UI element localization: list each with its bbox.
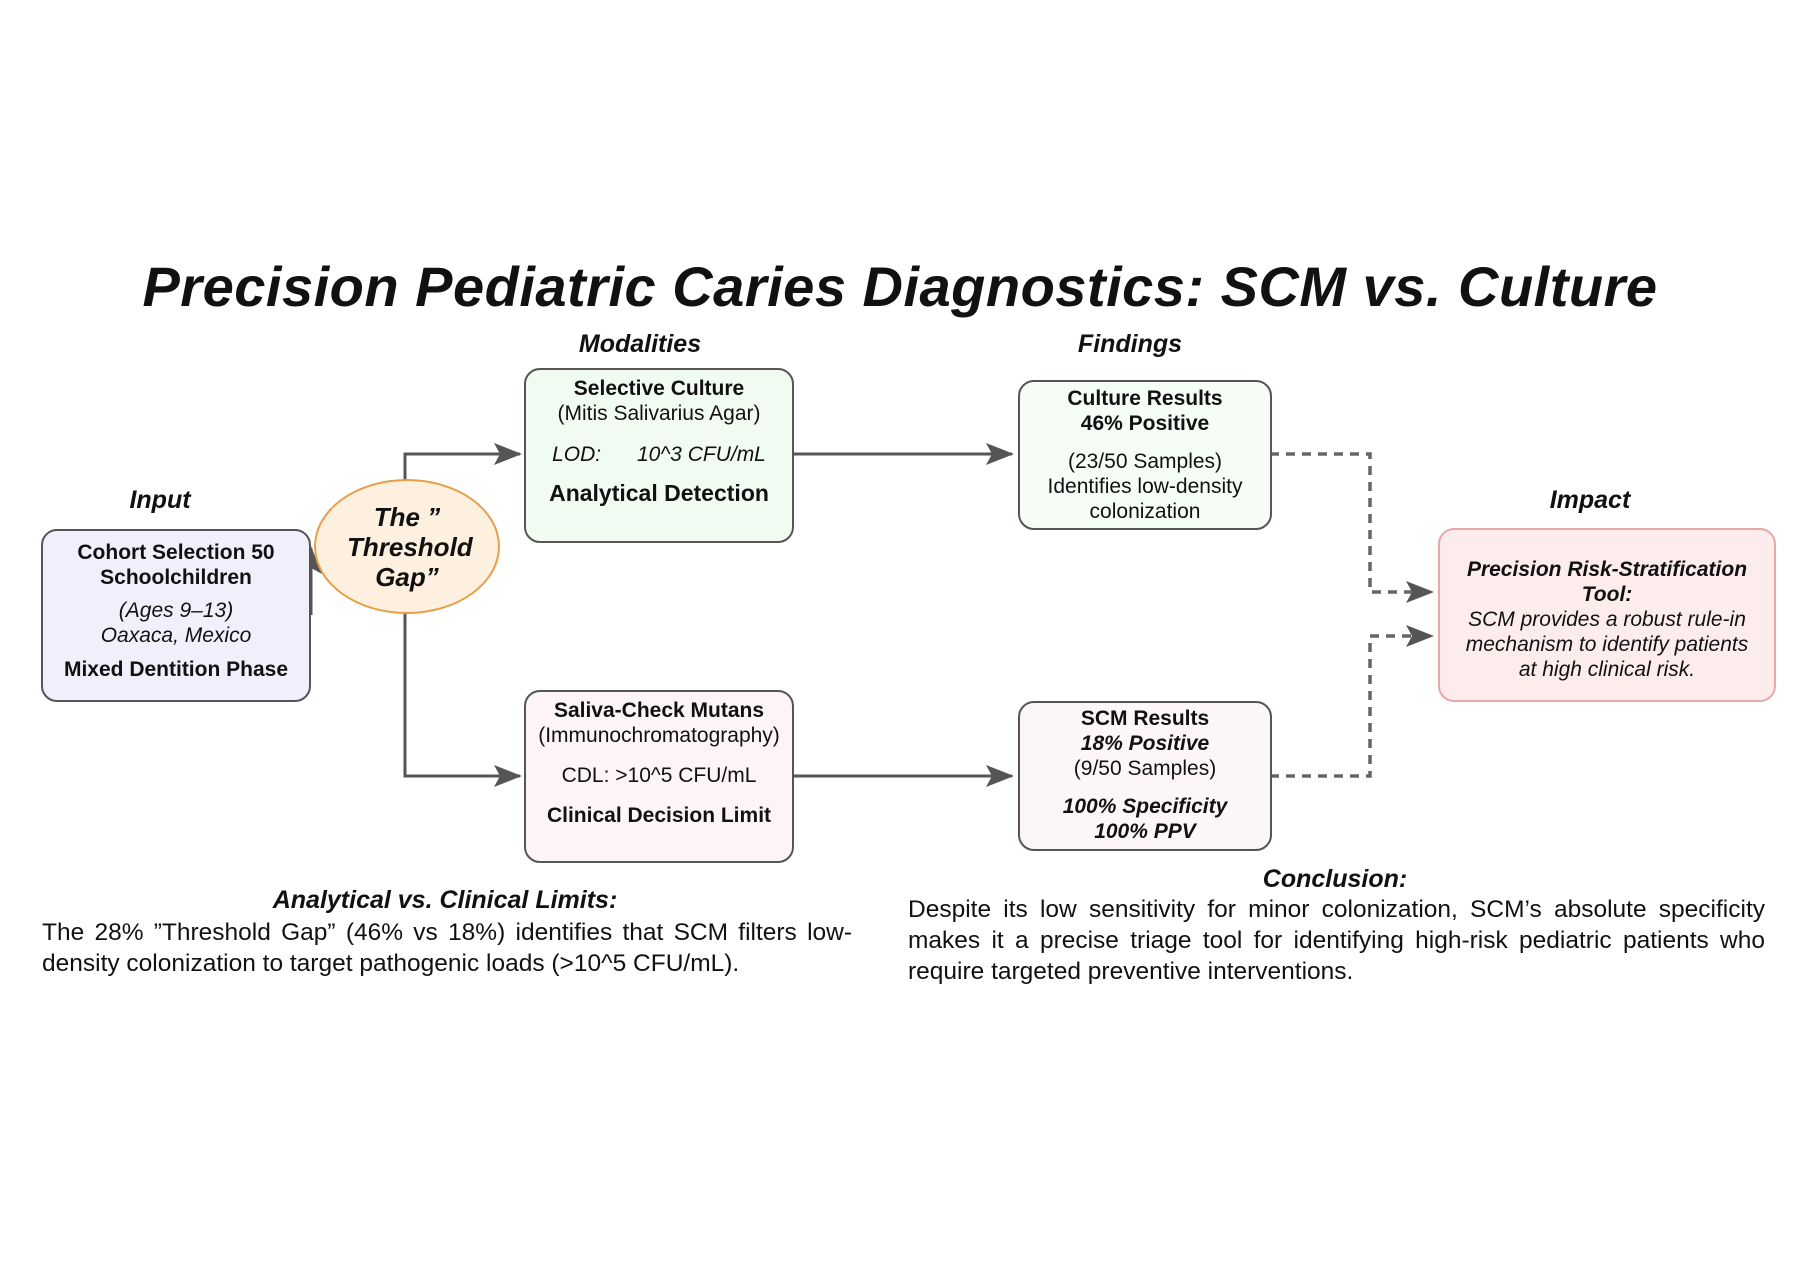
- dashed-scm-to-impact: [1270, 625, 1434, 778]
- scm-footer: Clinical Decision Limit: [546, 804, 772, 827]
- impact-box: Precision Risk-Stratification Tool: SCM …: [1438, 528, 1776, 702]
- culture-results-title: Culture Results: [1067, 387, 1223, 410]
- cohort-location: Oaxaca, Mexico: [100, 624, 252, 647]
- dashed-culture-to-impact: [1270, 452, 1434, 603]
- cohort-box: Cohort Selection 50 Schoolchildren (Ages…: [41, 529, 311, 702]
- impact-text: SCM provides a robust rule-in mechanism …: [1465, 608, 1749, 681]
- limits-text: The 28% ”Threshold Gap” (46% vs 18%) ide…: [42, 919, 852, 977]
- cohort-ages: (Ages 9–13): [118, 599, 234, 622]
- threshold-gap-label: The ” Threshold Gap”: [347, 501, 473, 592]
- culture-box: Selective Culture (Mitis Salivarius Agar…: [524, 368, 794, 543]
- culture-results-box: Culture Results 46% Positive (23/50 Samp…: [1018, 380, 1272, 530]
- header-impact: Impact: [1549, 486, 1631, 514]
- scm-box: Saliva-Check Mutans (Immunochromatograph…: [524, 690, 794, 863]
- culture-results-note: Identifies low-density colonization: [1047, 475, 1243, 523]
- culture-lod-value: 10^3 CFU/mL: [636, 443, 766, 466]
- scm-results-ppv: 100% PPV: [1094, 820, 1196, 843]
- conclusion-text: Despite its low sensitivity for minor co…: [908, 896, 1765, 985]
- scm-results-box: SCM Results 18% Positive (9/50 Samples) …: [1018, 701, 1272, 851]
- conclusion-title: Conclusion:: [1262, 865, 1408, 893]
- threshold-gap-ellipse: The ” Threshold Gap”: [314, 479, 500, 614]
- scm-results-title: SCM Results: [1080, 707, 1210, 730]
- scm-cdl: CDL: >10^5 CFU/mL: [561, 764, 757, 787]
- header-modalities: Modalities: [578, 330, 702, 358]
- scm-results-positive: 18% Positive: [1080, 732, 1210, 755]
- culture-lod: LOD: 10^3 CFU/mL: [526, 442, 792, 467]
- page-title: Precision Pediatric Caries Diagnostics: …: [142, 255, 1658, 318]
- limits-title: Analytical vs. Clinical Limits:: [272, 886, 618, 914]
- cohort-phase: Mixed Dentition Phase: [63, 658, 289, 681]
- scm-results-samples: (9/50 Samples): [1073, 757, 1217, 780]
- culture-footer: Analytical Detection: [549, 480, 769, 506]
- impact-title: Precision Risk-Stratification Tool:: [1466, 558, 1748, 606]
- culture-subtitle: (Mitis Salivarius Agar): [557, 402, 761, 425]
- arrow-gap-to-scm: [403, 614, 522, 787]
- header-input: Input: [129, 486, 191, 514]
- scm-title: Saliva-Check Mutans: [553, 699, 765, 722]
- culture-results-positive: 46% Positive: [1080, 412, 1210, 435]
- scm-subtitle: (Immunochromatography): [538, 724, 780, 747]
- culture-lod-label: LOD:: [552, 443, 602, 466]
- culture-title: Selective Culture: [573, 377, 745, 400]
- header-findings: Findings: [1077, 330, 1183, 358]
- scm-results-specificity: 100% Specificity: [1062, 795, 1228, 818]
- culture-results-samples: (23/50 Samples): [1067, 450, 1223, 473]
- cohort-title: Cohort Selection 50 Schoolchildren: [77, 541, 275, 589]
